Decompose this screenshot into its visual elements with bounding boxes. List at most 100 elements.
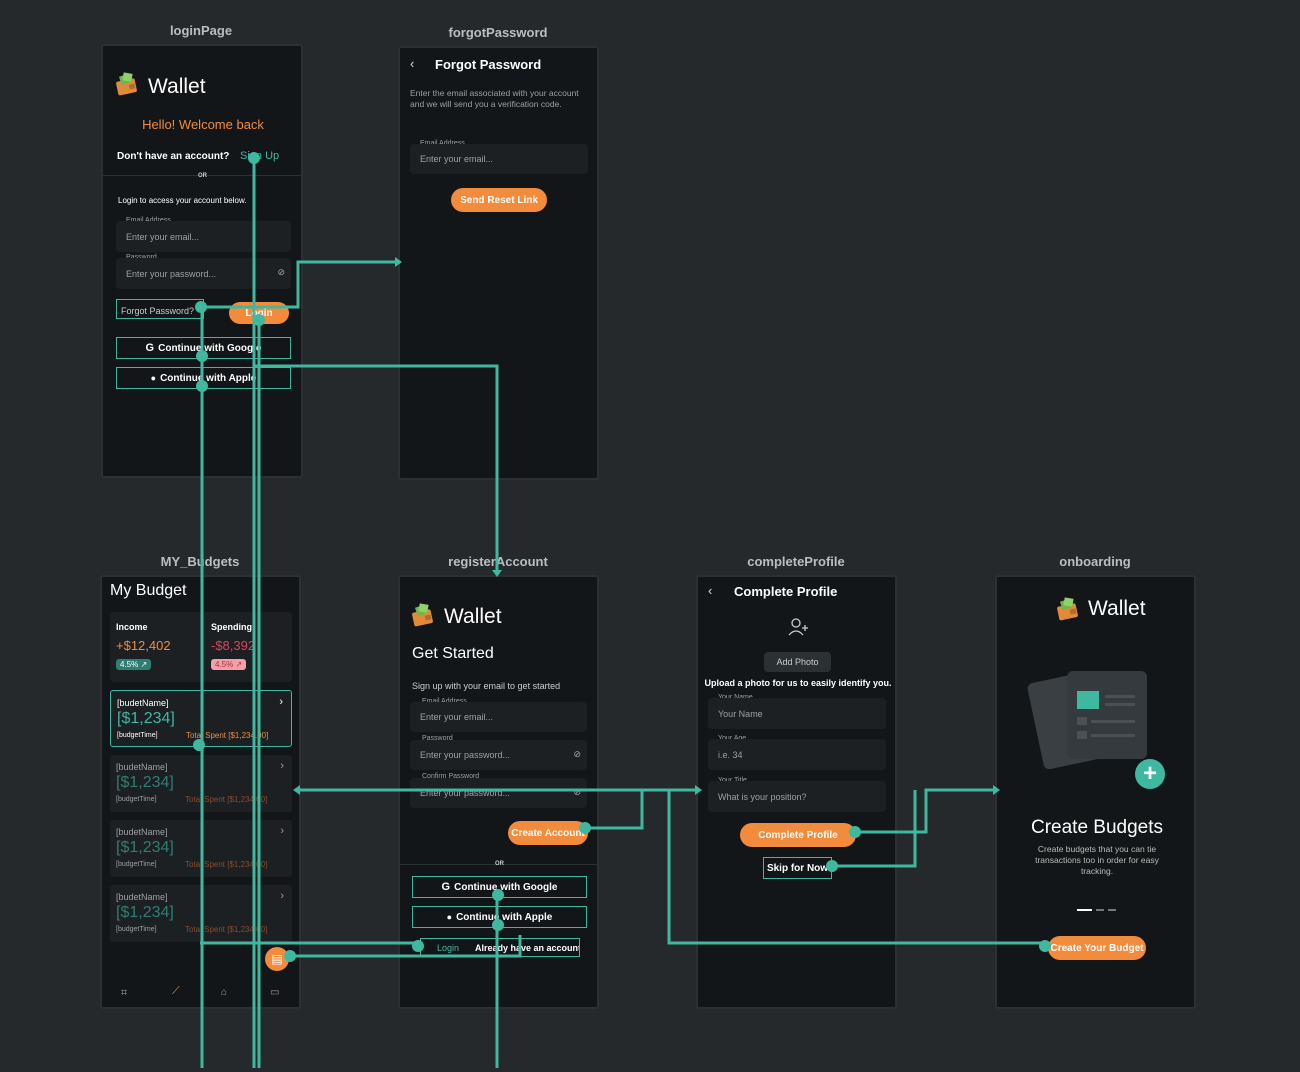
budgets-title: My Budget <box>110 582 187 599</box>
frame-title-register: registerAccount <box>448 554 548 569</box>
chevron-right-icon: › <box>280 890 284 902</box>
budget-name: [budetName] <box>116 762 168 772</box>
spending-label: Spending <box>211 622 252 632</box>
add-photo-button[interactable]: Add Photo <box>764 652 831 672</box>
budget-name: [budetName] <box>116 827 168 837</box>
income-change: 4.5% <box>120 660 139 669</box>
page-dot <box>1096 909 1104 911</box>
budget-time: [budgetTime] <box>117 732 158 739</box>
income-value: +$12,402 <box>116 638 171 653</box>
onboarding-body: Create budgets that you can tie transact… <box>1035 844 1159 876</box>
budget-card[interactable]: [budetName] [$1,234] [budgetTime] Total … <box>110 690 292 747</box>
scan-icon[interactable]: ⌗ <box>121 987 128 999</box>
trend-up-icon: ↗ <box>140 660 148 669</box>
frame-title-forgot: forgotPassword <box>448 25 548 40</box>
name-label: Your Name <box>718 694 753 701</box>
forgot-body: Enter the email associated with your acc… <box>410 88 579 109</box>
google-button[interactable]: G Continue with Google <box>412 876 587 898</box>
app-name: Wallet <box>444 605 502 628</box>
onboarding-heading: Create Budgets <box>1030 817 1164 838</box>
create-account-button[interactable]: Create Account <box>508 821 588 845</box>
card-icon[interactable]: ▭ <box>270 987 280 998</box>
age-label: Your Age <box>718 735 746 742</box>
google-icon: G <box>145 342 155 354</box>
password-field[interactable]: Enter your password... ⊘ <box>116 258 291 289</box>
budgets-screen: My Budget Income +$12,402 4.5% ↗ Spendin… <box>100 575 301 1009</box>
chevron-right-icon: › <box>280 760 284 772</box>
budget-card[interactable]: [budetName] [$1,234] [budgetTime] Total … <box>110 885 292 942</box>
budget-spent: Total Spent [$1,234.00] <box>185 925 268 934</box>
frame-title-budgets: MY_Budgets <box>160 554 240 569</box>
chevron-right-icon: › <box>280 825 284 837</box>
forgot-password-link[interactable]: Forgot Password? <box>116 299 204 319</box>
or-label: OR <box>198 173 207 179</box>
income-label: Income <box>116 622 148 632</box>
apple-icon: ● <box>446 912 453 922</box>
google-button-label: Continue with Google <box>454 881 558 893</box>
budget-name: [budetName] <box>117 698 169 708</box>
budget-card[interactable]: [budetName] [$1,234] [budgetTime] Total … <box>110 755 292 812</box>
back-chevron-icon[interactable]: ‹ <box>708 583 713 598</box>
login-link[interactable]: Login <box>437 943 460 953</box>
chart-icon[interactable]: ⟋ <box>172 985 180 997</box>
apple-icon: ● <box>150 373 157 383</box>
add-budget-fab[interactable]: ▤ <box>265 947 289 971</box>
title-field[interactable]: What is your position? <box>708 781 886 812</box>
or-label: OR <box>495 861 504 867</box>
title-label: Your Title <box>718 777 747 784</box>
complete-profile-button[interactable]: Complete Profile <box>740 823 856 847</box>
complete-title: Complete Profile <box>734 584 838 599</box>
bottom-nav: ⌗ ⟋ ⌂ ▭ <box>102 977 299 1007</box>
age-field[interactable]: i.e. 34 <box>708 739 886 770</box>
reg-email-label: Email Address <box>422 698 467 705</box>
sign-up-link[interactable]: Sign Up <box>240 150 280 162</box>
skip-button[interactable]: Skip for Now <box>763 857 832 879</box>
complete-screen: ‹ Complete Profile Add Photo Upload a ph… <box>696 575 897 1009</box>
spending-change: 4.5% <box>215 660 234 669</box>
income-change-badge: 4.5% ↗ <box>116 659 152 670</box>
reg-password-field[interactable]: Enter your password... ⊘ <box>410 740 587 770</box>
eye-off-icon[interactable]: ⊘ <box>573 749 581 759</box>
email-field[interactable]: Enter your email... <box>116 221 291 252</box>
password-label: Password <box>126 254 157 261</box>
forgot-email-field[interactable]: Enter your email... <box>410 144 588 174</box>
budget-time: [budgetTime] <box>116 861 157 868</box>
eye-off-icon[interactable]: ⊘ <box>573 787 581 797</box>
trend-up-icon: ↗ <box>235 660 243 669</box>
summary-card: Income +$12,402 4.5% ↗ Spending -$8,392 … <box>110 612 292 682</box>
welcome-text: Hello! Welcome back <box>142 117 264 132</box>
forgot-email-label: Email Address <box>420 140 465 147</box>
forgot-title: Forgot Password <box>435 57 542 72</box>
password-placeholder: Enter your password... <box>126 268 217 279</box>
google-button[interactable]: G Continue with Google <box>116 337 291 359</box>
wallet-icon <box>116 72 137 96</box>
create-budget-button[interactable]: Create Your Budget <box>1048 936 1146 960</box>
login-button[interactable]: Login <box>229 302 289 324</box>
already-account-row[interactable]: Login Already have an account? <box>420 938 580 957</box>
apple-button[interactable]: ● Continue with Apple <box>116 367 291 389</box>
forgot-screen: ‹ Forgot Password Enter the email associ… <box>398 46 599 480</box>
wallet-icon <box>412 603 433 627</box>
chevron-right-icon: › <box>279 696 283 708</box>
budget-spent: Total Spent [$1,234.00] <box>186 731 269 740</box>
page-dot <box>1108 909 1116 911</box>
back-chevron-icon[interactable]: ‹ <box>410 56 415 71</box>
reg-confirm-field[interactable]: Enter your password... ⊘ <box>410 778 587 808</box>
register-title: Get Started <box>412 645 494 662</box>
eye-off-icon[interactable]: ⊘ <box>277 267 285 277</box>
already-account-text: Already have an account? <box>475 943 580 953</box>
reg-password-label: Password <box>422 735 453 742</box>
budget-illustration <box>1027 671 1147 770</box>
budget-card[interactable]: [budetName] [$1,234] [budgetTime] Total … <box>110 820 292 877</box>
frame-title-complete: completeProfile <box>747 554 845 569</box>
divider <box>400 864 597 865</box>
add-user-icon <box>788 618 808 636</box>
send-reset-button[interactable]: Send Reset Link <box>451 188 547 212</box>
name-field[interactable]: Your Name <box>708 698 886 729</box>
apple-button[interactable]: ● Continue with Apple <box>412 906 587 928</box>
reg-email-field[interactable]: Enter your email... <box>410 702 587 732</box>
home-icon[interactable]: ⌂ <box>221 987 228 998</box>
google-icon: G <box>441 881 451 893</box>
spending-change-badge: 4.5% ↗ <box>211 659 247 670</box>
budget-amount: [$1,234] <box>117 710 175 727</box>
